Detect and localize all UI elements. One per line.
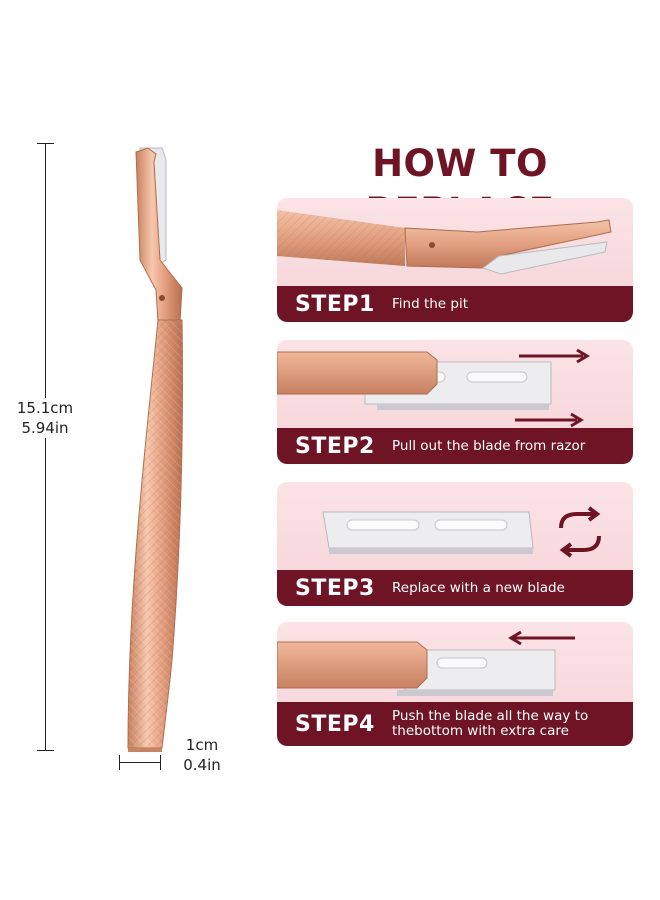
step-card-4: STEP4 Push the blade all the way to theb… (277, 622, 633, 746)
step-card-2: STEP2 Pull out the blade from razor (277, 340, 633, 464)
step4-title: STEP4 (295, 711, 375, 737)
step4-blade-push-image (277, 630, 575, 696)
step3-description: Replace with a new blade (392, 579, 565, 596)
height-cm-label: 15.1cm (16, 399, 74, 417)
step2-blade-pull-image (277, 348, 590, 428)
step4-description: Push the blade all the way to thebottom … (392, 708, 589, 739)
step1-description: Find the pit (392, 295, 469, 312)
step1-razor-head-image (277, 210, 612, 275)
step2-title: STEP2 (295, 433, 375, 459)
width-dimension-cap-right (160, 755, 161, 770)
height-dimension-cap-bottom (37, 750, 54, 751)
step4-bar: STEP4 Push the blade all the way to theb… (277, 702, 633, 746)
step2-description: Pull out the blade from razor (392, 437, 586, 454)
step3-title: STEP3 (295, 575, 375, 601)
refresh-icon (559, 506, 601, 558)
width-cm-label: 1cm (185, 736, 219, 754)
step3-bar: STEP3 Replace with a new blade (277, 570, 633, 606)
step1-title: STEP1 (295, 291, 375, 317)
step3-new-blade-image (322, 506, 601, 558)
width-dimension-label: 1cm 0.4in (172, 735, 232, 775)
step-card-1: STEP1 Find the pit (277, 198, 633, 322)
height-dimension-line (45, 143, 46, 751)
height-dimension-label: 15.1cm 5.94in (2, 398, 88, 438)
height-in-label: 5.94in (21, 419, 69, 437)
step-card-3: STEP3 Replace with a new blade (277, 482, 633, 606)
razor-illustration (127, 147, 184, 752)
width-dimension-line (119, 762, 161, 763)
step2-bar: STEP2 Pull out the blade from razor (277, 428, 633, 464)
height-dimension-cap-top (37, 143, 54, 144)
step1-bar: STEP1 Find the pit (277, 286, 633, 322)
width-in-label: 0.4in (183, 756, 221, 774)
width-dimension-cap-left (119, 755, 120, 770)
